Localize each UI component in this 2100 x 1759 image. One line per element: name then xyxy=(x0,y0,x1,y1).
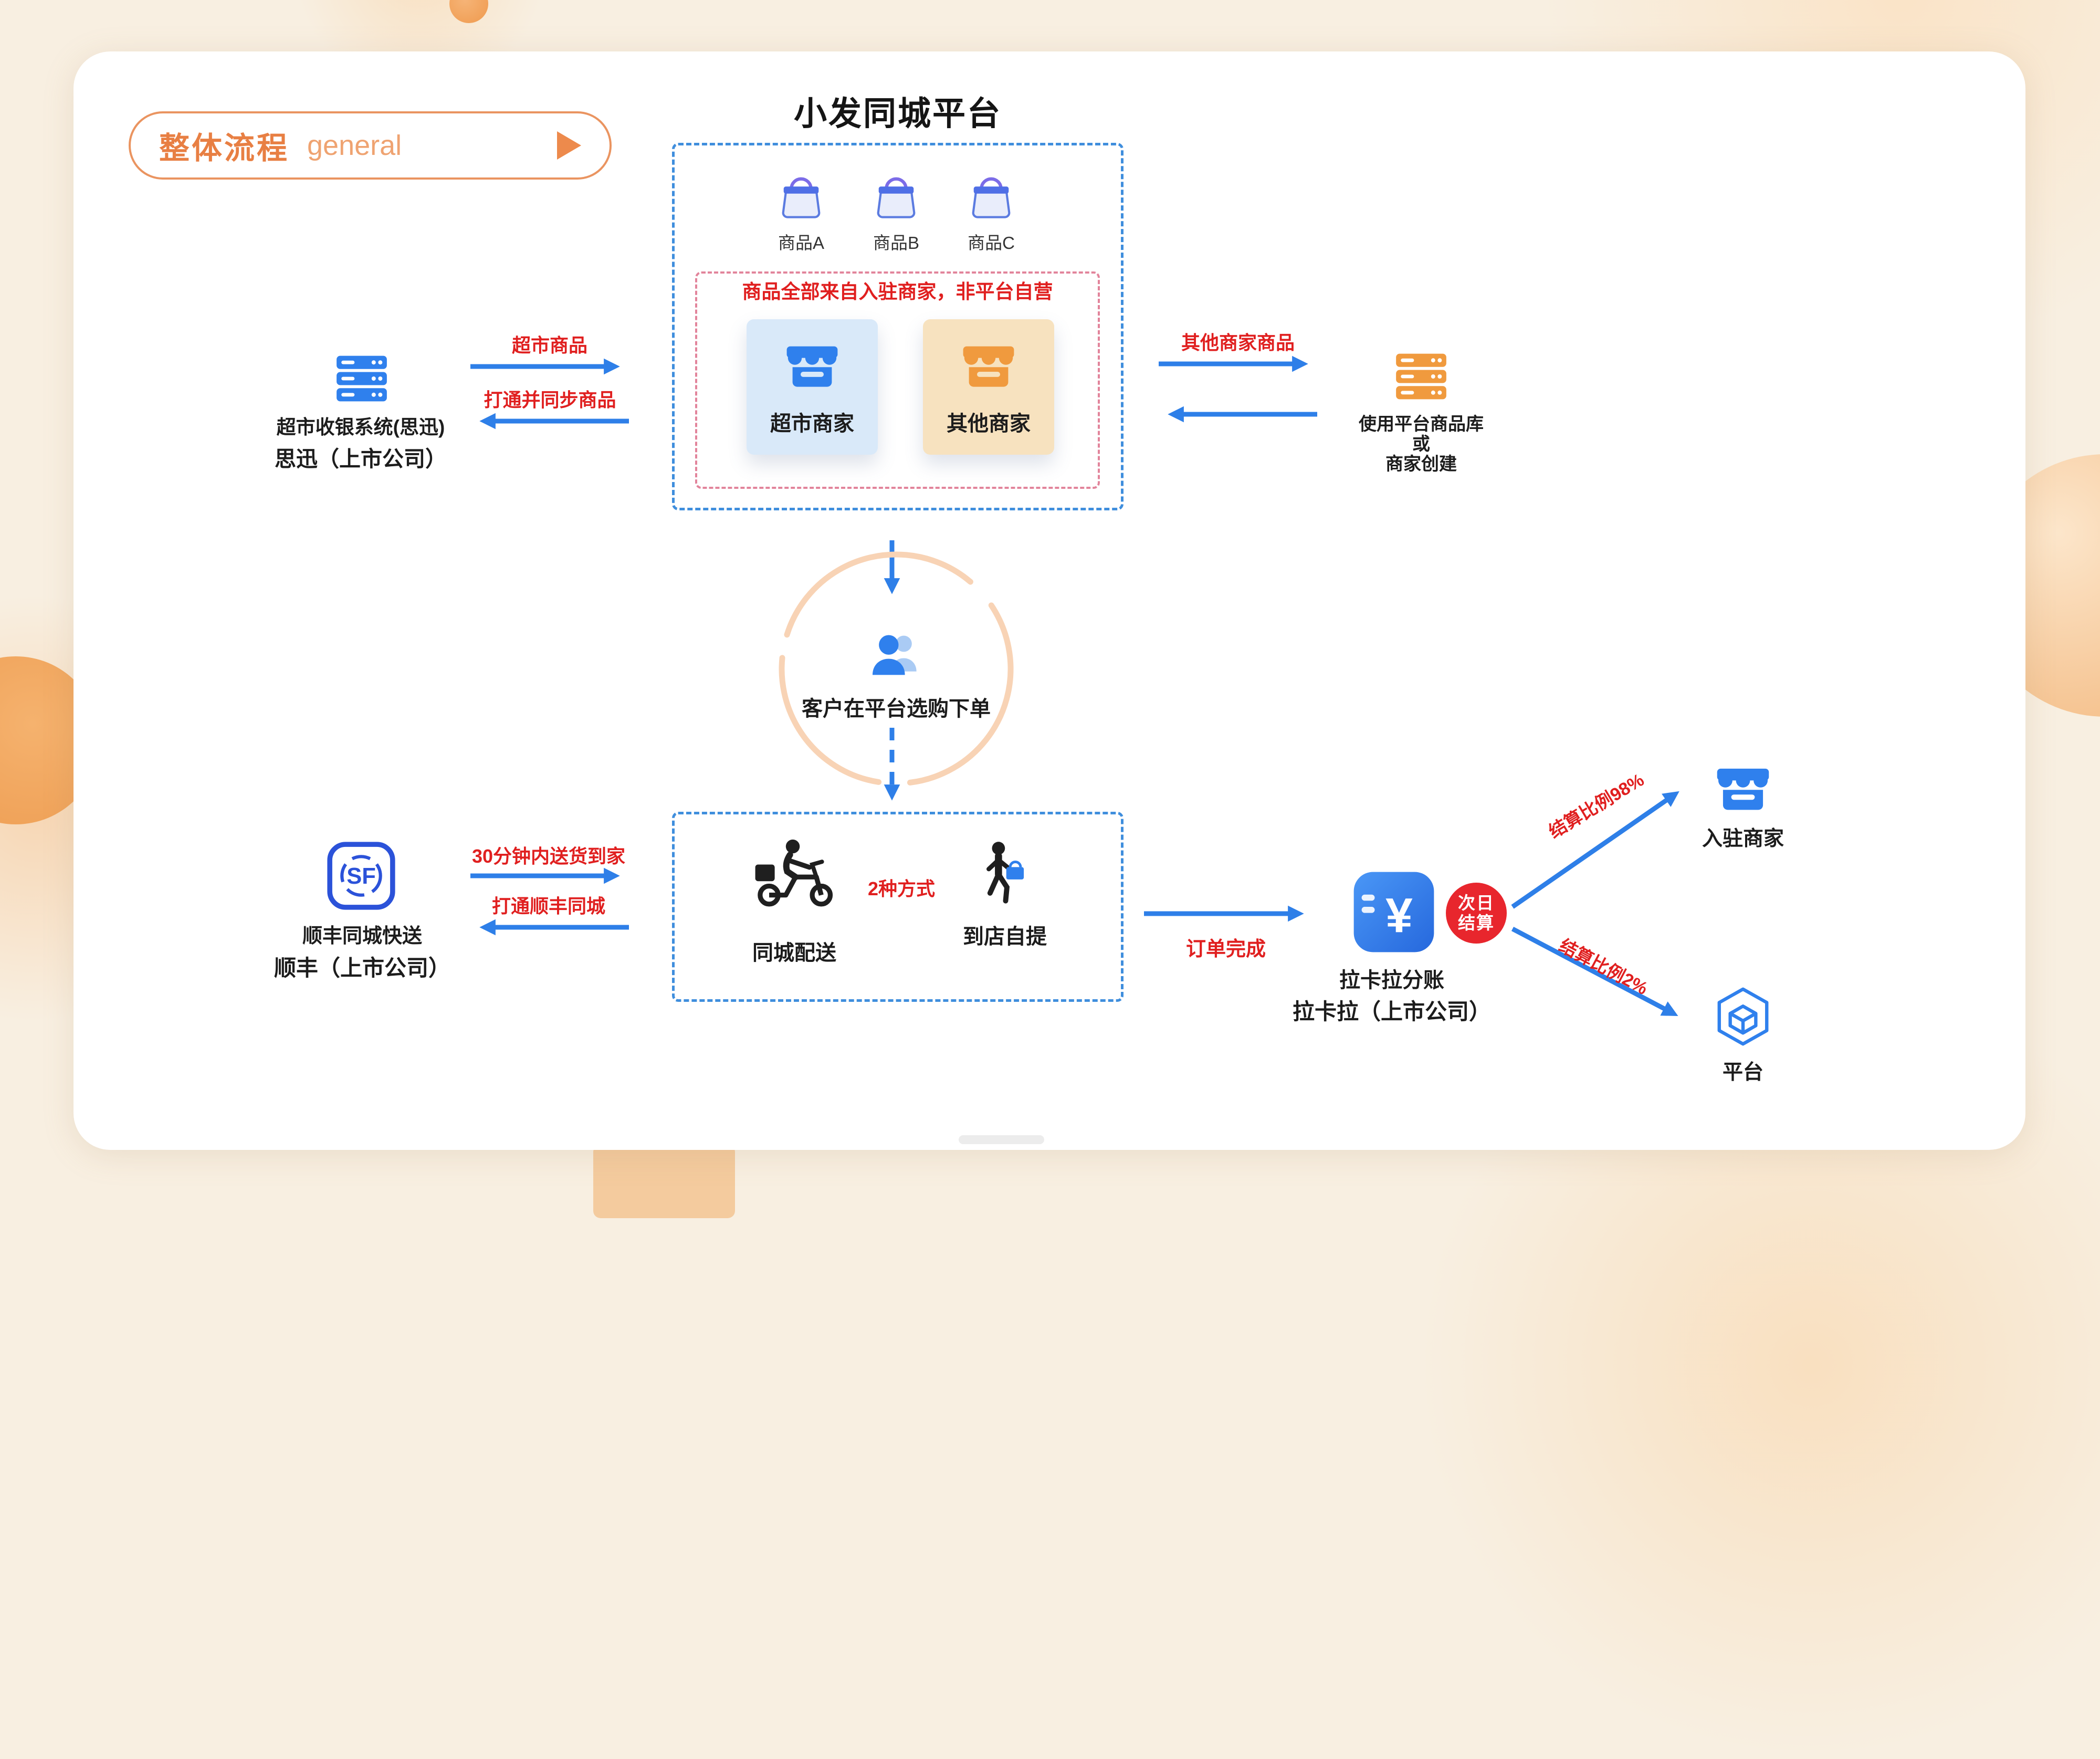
settle-merchant-label: 入驻商家 xyxy=(1702,828,1784,850)
arrow-fulfillment-to-sf-out xyxy=(470,867,620,884)
arrow-label-sync-products: 打通并同步商品 xyxy=(484,389,616,411)
shopping-bag-icon xyxy=(972,177,1011,218)
settle-platform-label: 平台 xyxy=(1722,1061,1763,1084)
product-item: 商品C xyxy=(948,169,1034,254)
lakala-name: 拉卡拉分账 xyxy=(1339,969,1444,992)
delivery-label: 同城配送 xyxy=(752,941,836,965)
server-icon xyxy=(1396,353,1446,400)
arrow-label-other-products: 其他商家商品 xyxy=(1181,332,1295,353)
arrow-platform-to-supermarket xyxy=(479,413,629,430)
server-icon xyxy=(337,355,387,402)
storefront-icon xyxy=(786,346,838,387)
arrow-order-complete xyxy=(1144,905,1304,922)
play-icon[interactable] xyxy=(557,131,581,160)
lakala-wallet-icon: ¥ xyxy=(1353,872,1434,952)
sf-logo-icon: SF xyxy=(327,842,395,910)
customer-label: 客户在平台选购下单 xyxy=(802,697,991,720)
other-source-line1: 使用平台商品库 xyxy=(1359,414,1484,434)
methods-label: 2种方式 xyxy=(867,878,936,899)
arrow-label-30min: 30分钟内送货到家 xyxy=(471,845,626,867)
arrow-customer-to-fulfillment xyxy=(884,728,900,801)
platform-cube-icon xyxy=(1717,987,1769,1046)
bottom-scrollbar[interactable] xyxy=(959,1135,1044,1144)
arrow-label-supermarket-products: 超市商品 xyxy=(511,334,587,356)
arrow-othersource-to-platform xyxy=(1168,406,1317,423)
product-label: 商品B xyxy=(873,233,919,253)
flow-badge-title: 整体流程 xyxy=(159,131,290,165)
arrow-label-sf-link: 打通顺丰同城 xyxy=(491,895,605,917)
arrow-label-order-complete: 订单完成 xyxy=(1185,938,1266,960)
arrow-platform-to-othersource xyxy=(1159,355,1308,372)
supermarket-merchant-card: 超市商家 xyxy=(747,319,878,455)
other-source-line2: 或 xyxy=(1412,434,1430,454)
merchant-label: 其他商家 xyxy=(947,412,1031,435)
customer-cycle-ring xyxy=(779,551,1014,787)
background-blob xyxy=(593,1145,735,1218)
merchants-note: 商品全部来自入驻商家，非平台自营 xyxy=(742,281,1053,302)
product-label: 商品A xyxy=(778,233,824,253)
other-merchant-card: 其他商家 xyxy=(923,319,1054,455)
merchant-label: 超市商家 xyxy=(770,412,854,435)
sf-name: 顺丰同城快送 xyxy=(302,925,422,947)
svg-text:¥: ¥ xyxy=(1385,888,1413,943)
merchants-box xyxy=(695,271,1100,489)
pickup-label: 到店自提 xyxy=(963,925,1047,948)
background-blob xyxy=(449,0,488,23)
arrow-supermarket-to-platform xyxy=(470,358,620,375)
supermarket-system-name: 超市收银系统(思迅) xyxy=(276,416,445,438)
shopping-bag-icon xyxy=(782,177,821,218)
arrow-fulfillment-to-sf-back xyxy=(479,919,629,936)
next-day-settle-badge: 次日 结算 xyxy=(1446,883,1507,944)
flow-badge[interactable]: 整体流程 general xyxy=(129,111,612,180)
storefront-icon xyxy=(1717,768,1769,810)
arrow-platform-to-customer xyxy=(884,540,900,594)
platform-box xyxy=(672,143,1124,510)
badge-line: 结算 xyxy=(1458,913,1495,933)
other-source-line3: 商家创建 xyxy=(1385,454,1457,474)
storefront-icon xyxy=(963,346,1014,387)
arrow-settle-to-merchant xyxy=(1511,791,1679,909)
pickup-walker-icon xyxy=(986,842,1024,904)
lakala-company: 拉卡拉（上市公司） xyxy=(1292,999,1491,1024)
supermarket-system-company: 思迅（上市公司） xyxy=(275,447,447,471)
badge-line: 次日 xyxy=(1458,893,1495,913)
sf-company: 顺丰（上市公司） xyxy=(274,956,450,980)
shopping-bag-icon xyxy=(877,177,916,218)
product-item: 商品A xyxy=(758,169,844,254)
svg-text:SF: SF xyxy=(346,864,376,889)
customer-icon xyxy=(873,635,917,675)
product-label: 商品C xyxy=(968,233,1015,253)
fulfillment-box xyxy=(672,812,1124,1002)
flow-badge-subtitle: general xyxy=(307,130,402,161)
delivery-scooter-icon xyxy=(755,839,833,907)
diagram-title: 小发同城平台 xyxy=(794,96,1002,132)
product-item: 商品B xyxy=(853,169,939,254)
